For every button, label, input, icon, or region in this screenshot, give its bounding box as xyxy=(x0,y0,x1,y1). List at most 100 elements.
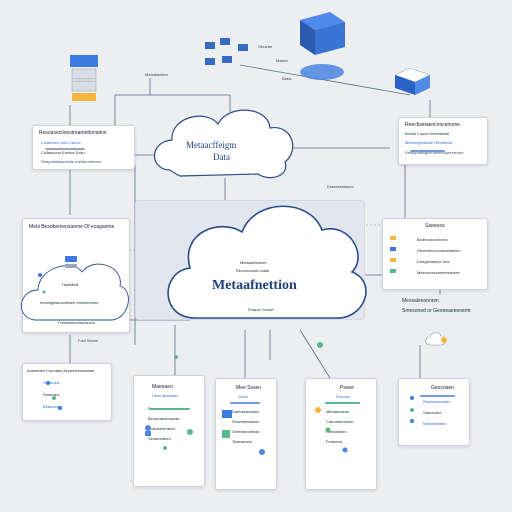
top-cloud-line1: Metaacffeigm xyxy=(186,140,237,150)
right-card: Saeeoos Bioeeoaccenoecl Reueneesneoeoeai… xyxy=(382,218,488,290)
card-line: Meteurgiedsctel Retutiecal xyxy=(405,140,453,145)
card-line: Saeoeaeo xyxy=(423,410,442,415)
left-card-sub2: eeccagelauonilimee emectetome xyxy=(40,300,99,305)
node-icon xyxy=(259,449,265,455)
card-line: Beoaeaeaoaoeao xyxy=(148,416,180,421)
left-card-sub1: HasiMeilt xyxy=(62,282,79,287)
folder-icon xyxy=(390,247,396,251)
divider-line xyxy=(420,395,455,397)
lightbulb-icon xyxy=(441,337,447,343)
top-right-card: Reecfisetaencnocenome Biosal Cosod meess… xyxy=(398,117,488,165)
right-card-item: Reueneesneoeoeaieeeo xyxy=(417,248,461,253)
card-line: Beaoeeeo xyxy=(43,404,62,409)
bottom-card-3: Pssee Roeaoe Meoaeeaeao Caeoeaeoeeao Ree… xyxy=(305,378,377,490)
card-line: Maeoeaeaeo xyxy=(423,421,447,426)
top-center-label: Metadiadtion xyxy=(145,72,168,77)
card-title: Mebi Besobemensaeme Of ecagaome xyxy=(29,224,115,230)
node-icon xyxy=(46,381,50,385)
bottom-card-4: Geocoaeo Reeaoeaeoaeo Saeoeaeo Maeoeaeae… xyxy=(398,378,470,446)
node-icon xyxy=(187,429,193,435)
card-line: Roaeoeeaeaoe xyxy=(232,419,260,424)
card-line: Reeaoeaeo xyxy=(326,429,347,434)
big-cloud-line2: Reocacoraal coate xyxy=(236,268,270,273)
card-sub: Cbeo Bsoeaeo xyxy=(152,393,179,398)
card-line: Caeoeaeoeeao xyxy=(326,419,354,424)
node-icon xyxy=(325,427,331,433)
person-icon xyxy=(145,425,151,436)
folder-icon xyxy=(390,236,396,240)
right-mid-line1: Messalenoonnm xyxy=(402,298,439,304)
left-bottom-label: Faut Mome xyxy=(78,338,99,343)
node-icon xyxy=(52,396,56,400)
card-title: Pssee xyxy=(340,385,354,391)
divider-line xyxy=(45,148,85,150)
card-title: Aceoeoeo Conueao Accemeeomanoe xyxy=(27,368,95,373)
left-card-sub3: Frestcaemolaonesco xyxy=(58,320,96,325)
bottom-left-card: Aceoeoeo Conueao Accemeeomanoe Geocoea R… xyxy=(22,363,112,421)
isometric-database-icon xyxy=(300,12,345,80)
card-title: Resoasectionstreamettonation xyxy=(39,130,107,136)
card-line: Reaeaeo xyxy=(43,392,60,397)
top-mass-label: Masbe xyxy=(276,58,289,63)
lightbulb-icon xyxy=(315,407,321,413)
card-line: Feaeoea xyxy=(326,439,342,444)
right-card-item: Doegecaeepn tme xyxy=(417,259,450,264)
right-card-item: Bioeeoaccenoecl xyxy=(417,237,448,242)
card-line: Reasipaseigueuneetooperstcomt xyxy=(405,150,464,155)
card-title: Geocoaeo xyxy=(431,385,455,391)
top-left-card: Resoasectionstreamettonation Colaboren A… xyxy=(32,125,135,170)
card-line: Geocoea xyxy=(43,380,60,385)
node-icon xyxy=(410,419,414,423)
node-icon xyxy=(58,406,62,410)
card-line: Teaeaeoea xyxy=(232,439,252,444)
network-nodes-icon xyxy=(205,38,248,65)
card-line: Daeoeeaeeaeo xyxy=(232,409,260,414)
card-sub: Geeo xyxy=(238,394,248,399)
node-icon xyxy=(342,447,348,453)
card-line: Collabsoun Emitos Exan xyxy=(41,150,85,155)
card-line: Reapotsiliasrotelte roertionmrtons xyxy=(41,159,101,164)
right-mid-line2: Smesoned or Geoeeaeeeoemt xyxy=(402,308,471,314)
divider-line xyxy=(325,402,360,404)
divider-line xyxy=(410,150,445,152)
big-cloud-line3: Poarce Grosel xyxy=(248,307,274,312)
card-line: Biosal Cosod meessetrel xyxy=(405,131,450,136)
node-icon xyxy=(410,408,414,412)
server-stack-icon xyxy=(65,256,77,268)
folder-icon xyxy=(390,269,396,273)
card-title: Reecfisetaencnocenome xyxy=(405,122,461,128)
card-title: Maeeaeo xyxy=(152,384,173,390)
big-cloud-title: Metaafnettion xyxy=(212,278,297,293)
card-title: Mee Ssseo xyxy=(236,385,262,391)
top-cloud-line2: Data xyxy=(213,152,230,162)
divider-line xyxy=(230,402,260,404)
card-line: Geeeaeoeeeao xyxy=(232,429,260,434)
folder-icon xyxy=(390,258,396,262)
card-line: Colaboren Auto Laoos xyxy=(41,140,81,145)
card-title: Saeeoos xyxy=(425,223,445,229)
node-icon xyxy=(163,446,167,450)
card-sub: Roeaoe xyxy=(336,394,351,399)
node-icon xyxy=(410,396,414,400)
right-card-item: Mescsmscseeleestenee xyxy=(417,270,460,275)
annotation-right: Esseraestracto xyxy=(327,184,354,189)
card-line: Meoaeeaeao xyxy=(326,409,350,414)
card-line: Coaoeeoeaeeo xyxy=(148,426,176,431)
card-line: Reeaoeaeoaeo xyxy=(423,399,451,404)
node-icon xyxy=(174,355,178,359)
top-server-label: Gbuebe xyxy=(258,44,273,49)
top-basic-label: Basic xyxy=(282,76,292,81)
card-line: Seoaeeaeeo xyxy=(148,436,171,441)
cube-server-icon xyxy=(394,67,431,95)
node-icon xyxy=(317,342,323,348)
big-cloud-line1: Metadatfeouee xyxy=(240,260,267,265)
server-stack-icon xyxy=(70,55,98,101)
